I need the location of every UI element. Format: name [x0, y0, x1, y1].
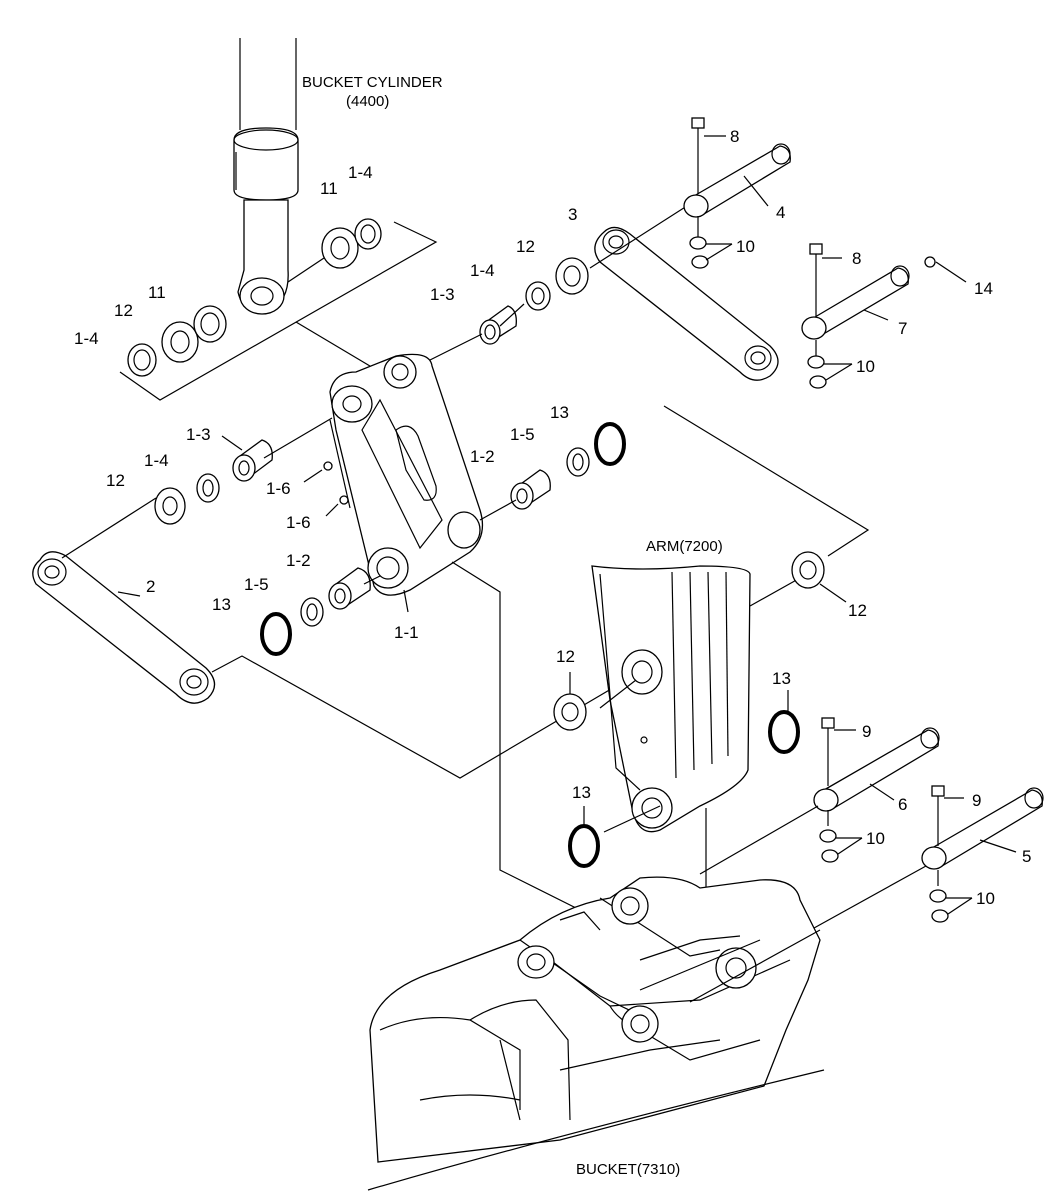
- bushing-1-3-upper: [479, 305, 517, 345]
- label-6: 6: [898, 795, 907, 814]
- guide-line: [119, 221, 438, 401]
- o-ring-13-upper: [594, 422, 626, 466]
- cylinder-title: BUCKET CYLINDER: [302, 74, 443, 91]
- label-1-4: 1-4: [470, 261, 495, 280]
- label-1-5: 1-5: [244, 575, 269, 594]
- label-12: 12: [106, 471, 125, 490]
- label-10: 10: [866, 829, 885, 848]
- nuts-10-lower: [819, 810, 863, 863]
- label-3: 3: [568, 205, 577, 224]
- pin-7: [801, 265, 910, 340]
- label-1-1: 1-1: [394, 623, 419, 642]
- bolt-9-lower: [931, 785, 964, 846]
- label-2: 2: [146, 577, 155, 596]
- bolt-9-upper: [821, 717, 856, 786]
- o-ring-13-arm-left: [568, 824, 600, 868]
- label-10: 10: [976, 889, 995, 908]
- label-11: 11: [320, 179, 338, 198]
- cylinder-code: (4400): [346, 93, 389, 110]
- washer-1-5-upper: [566, 447, 590, 477]
- label-12: 12: [516, 237, 535, 256]
- bushing-1-2-lower: [328, 567, 371, 610]
- washer-12-upper-mid: [555, 257, 589, 295]
- bucket-title: BUCKET(7310): [576, 1161, 680, 1178]
- label-13: 13: [550, 403, 569, 422]
- label-10: 10: [856, 357, 875, 376]
- pin-6: [813, 727, 940, 812]
- arm-title: ARM(7200): [646, 538, 723, 555]
- callout-labels: BUCKET CYLINDER (4400) ARM(7200) BUCKET(…: [74, 74, 1031, 1178]
- link-1-1: [329, 353, 484, 596]
- label-4: 4: [776, 203, 785, 222]
- nuts-10-mid: [807, 340, 853, 389]
- bolt-8-lower: [809, 243, 842, 316]
- pin-4: [683, 143, 791, 218]
- label-1-3: 1-3: [186, 425, 211, 444]
- label-1-5: 1-5: [510, 425, 535, 444]
- label-1-4: 1-4: [74, 329, 99, 348]
- washer-1-4-upper-mid: [525, 281, 551, 311]
- washer-11-upper: [321, 227, 359, 269]
- grease-1-6-b: [325, 495, 349, 517]
- label-12: 12: [114, 301, 133, 320]
- label-8: 8: [730, 127, 739, 146]
- label-13: 13: [212, 595, 231, 614]
- arm-7200: [591, 565, 751, 833]
- bucket-cylinder: [233, 38, 299, 315]
- label-14: 14: [974, 279, 993, 298]
- label-9: 9: [862, 722, 871, 741]
- label-13: 13: [572, 783, 591, 802]
- washer-1-4-upper: [354, 218, 382, 250]
- label-1-2: 1-2: [286, 551, 311, 570]
- label-1-6: 1-6: [286, 513, 311, 532]
- washer-1-4-mid: [196, 473, 220, 503]
- label-5: 5: [1022, 847, 1031, 866]
- o-ring-13-lower-left: [260, 612, 292, 656]
- label-1-4: 1-4: [144, 451, 169, 470]
- label-12: 12: [556, 647, 575, 666]
- label-7: 7: [898, 319, 907, 338]
- label-12: 12: [848, 601, 867, 620]
- nuts-10-bottom: [929, 870, 973, 923]
- washer-11-upper-left: [193, 305, 227, 343]
- washer-12-mid: [154, 487, 186, 525]
- washer-1-4-upper-left: [127, 343, 157, 377]
- washer-12-upper-left: [161, 321, 199, 363]
- label-1-3: 1-3: [430, 285, 455, 304]
- nuts-10-upper: [689, 216, 733, 269]
- label-10: 10: [736, 237, 755, 256]
- label-1-2: 1-2: [470, 447, 495, 466]
- bucket-7310: [369, 876, 821, 1163]
- bolt-8-upper: [691, 117, 726, 194]
- washer-12-arm: [553, 693, 587, 731]
- label-1-6: 1-6: [266, 479, 291, 498]
- o-ring-13-arm-right: [768, 710, 800, 754]
- label-11: 11: [148, 283, 166, 302]
- pin-5: [921, 787, 1044, 870]
- washer-1-5-lower: [300, 597, 324, 627]
- link-2: [32, 551, 216, 704]
- label-9: 9: [972, 791, 981, 810]
- washer-12-right: [791, 551, 825, 589]
- label-13: 13: [772, 669, 791, 688]
- link-3: [594, 226, 779, 381]
- grease-fitting-14: [924, 256, 967, 283]
- bushing-1-3-mid: [232, 439, 273, 482]
- bushing-1-2-upper: [510, 469, 551, 510]
- label-8: 8: [852, 249, 861, 268]
- grease-1-6-a: [303, 461, 333, 483]
- label-1-4: 1-4: [348, 163, 373, 182]
